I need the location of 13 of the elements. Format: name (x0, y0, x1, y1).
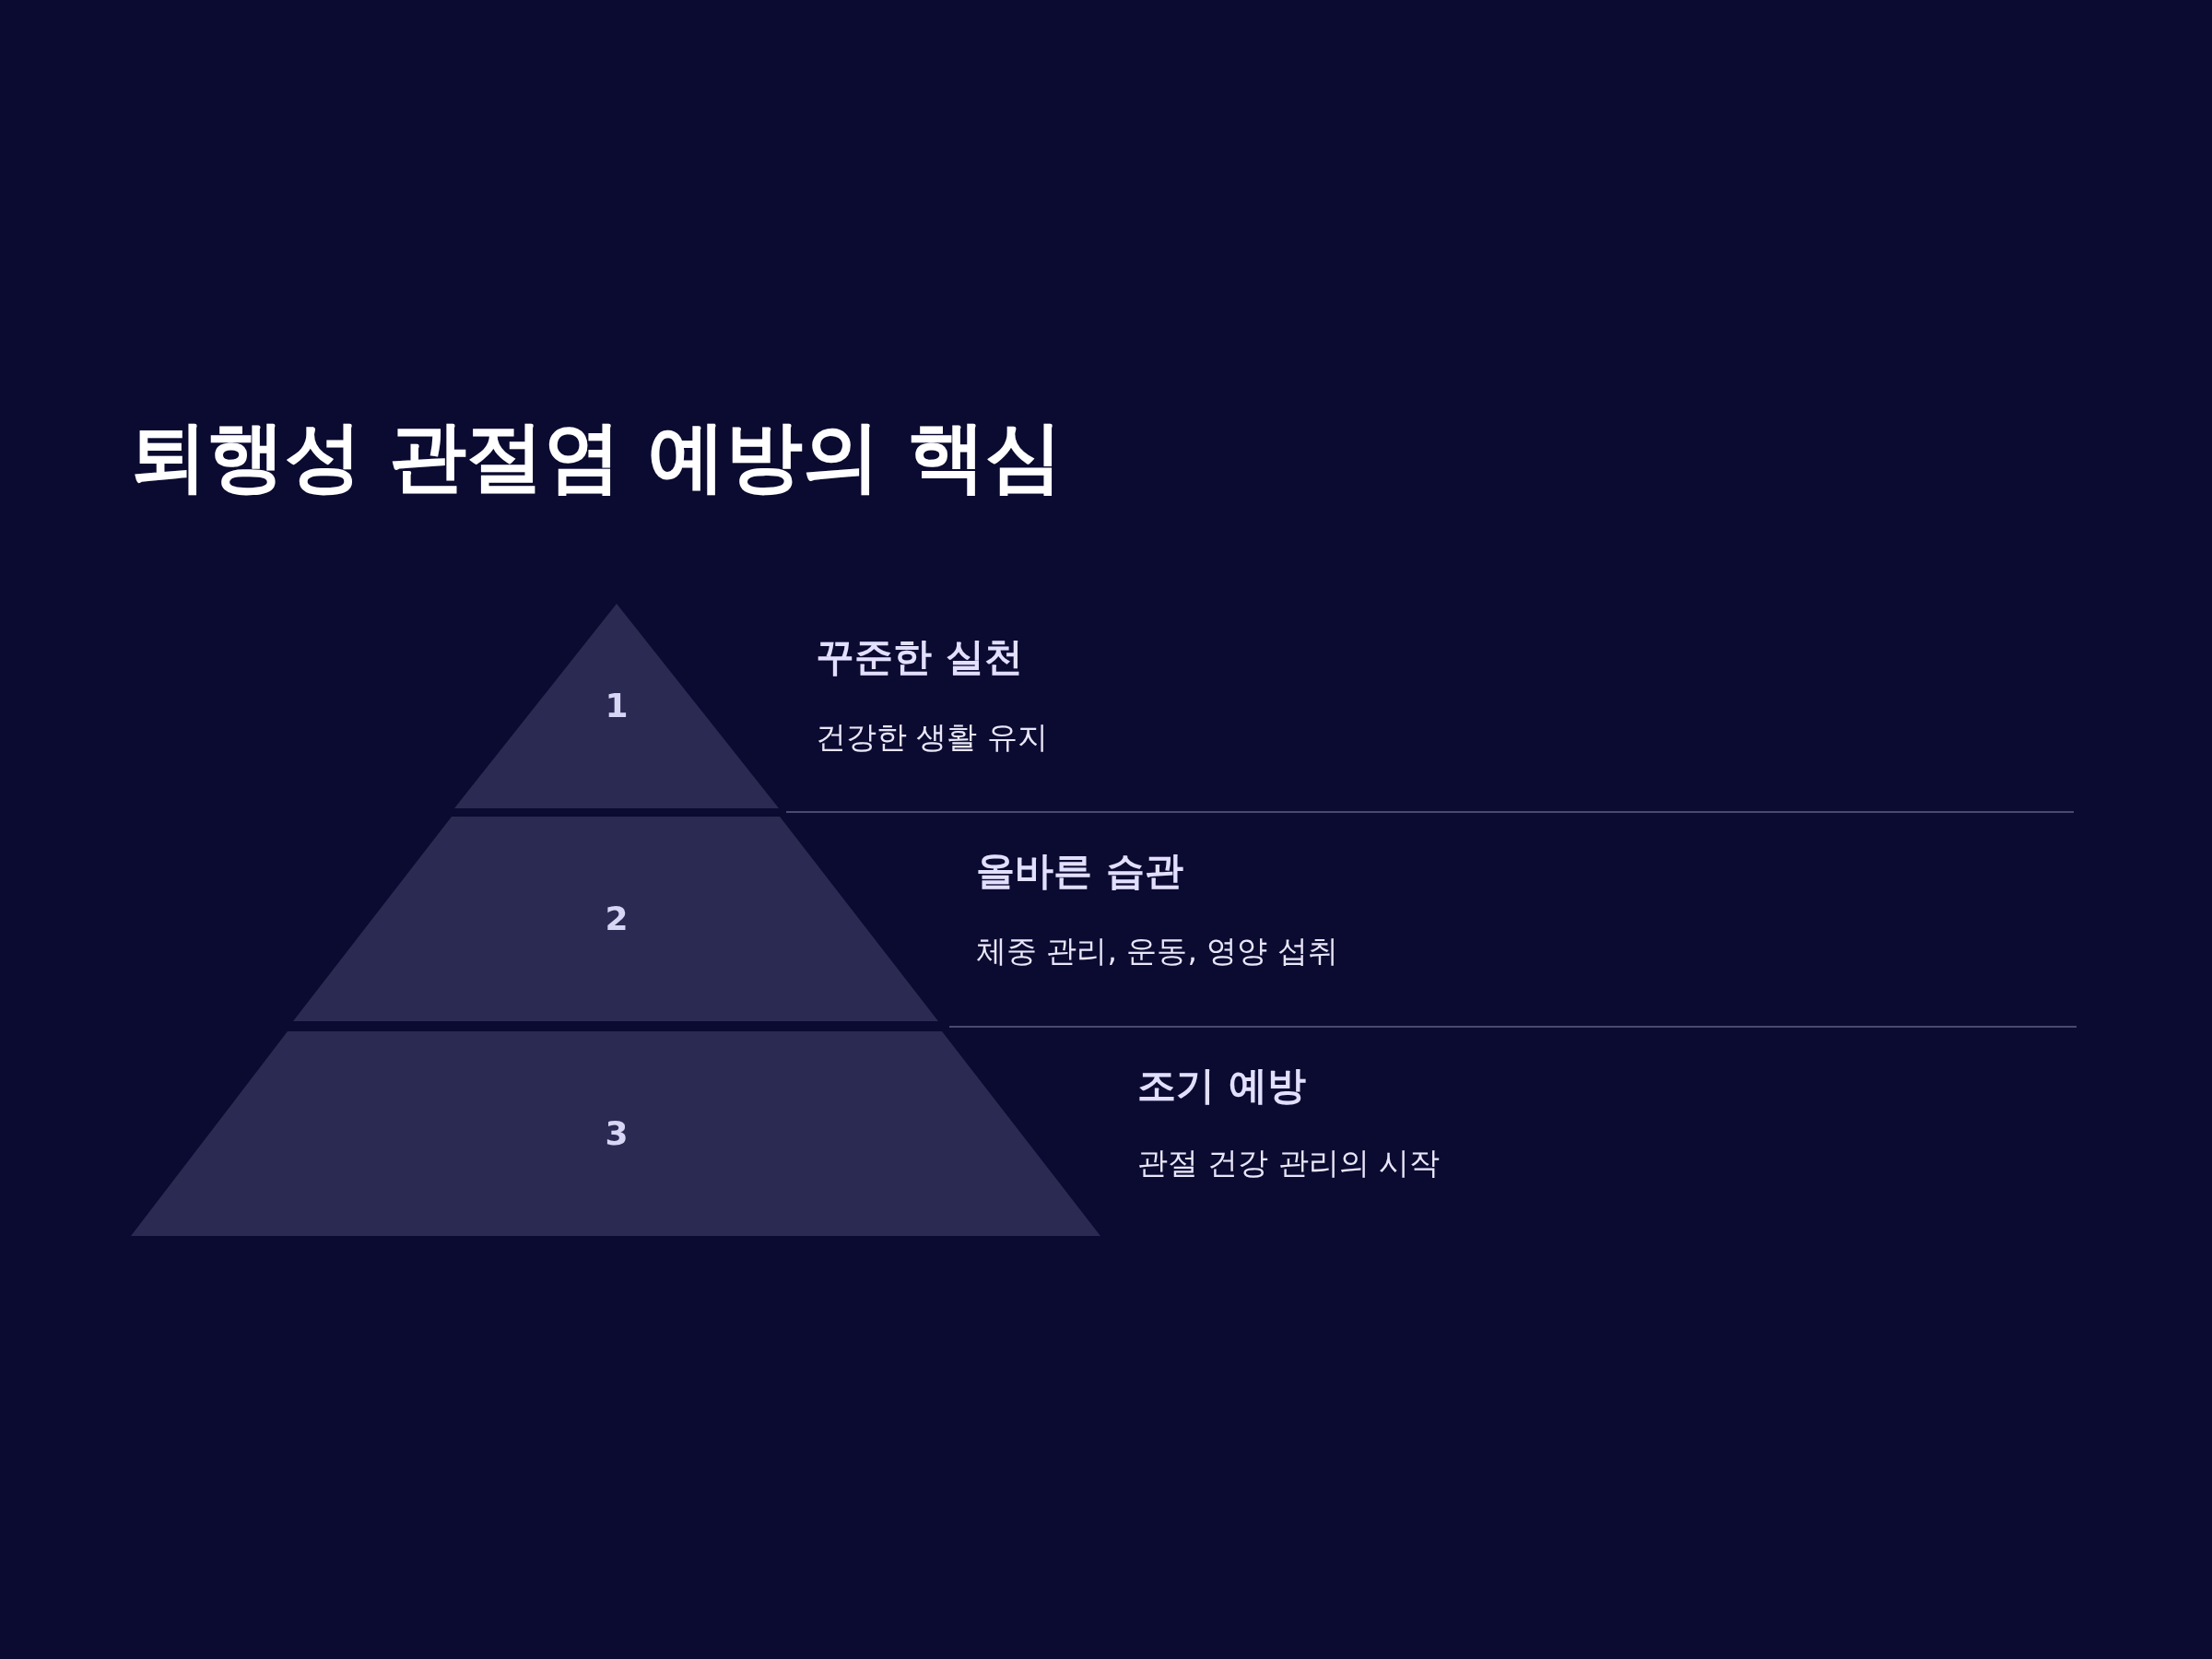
tier-number: 3 (605, 1117, 629, 1150)
pyramid-tier (131, 1031, 1100, 1236)
title: 퇴행성 관절염 예방의 핵심 (130, 410, 1063, 503)
tier-description: 관절 건강 관리의 시작 (1137, 1145, 1441, 1182)
tier-number: 2 (605, 902, 629, 935)
pyramid-tier (454, 604, 779, 808)
tier-heading: 올바른 습관 (976, 848, 1183, 895)
tier-heading: 꾸준한 실천 (816, 634, 1023, 681)
tier-description: 건강한 생활 유지 (816, 719, 1048, 756)
tier-heading: 조기 예방 (1137, 1063, 1306, 1110)
tier-number: 1 (605, 689, 629, 723)
tier-description: 체중 관리, 운동, 영양 섭취 (976, 933, 1338, 970)
pyramid-tier (293, 817, 938, 1021)
